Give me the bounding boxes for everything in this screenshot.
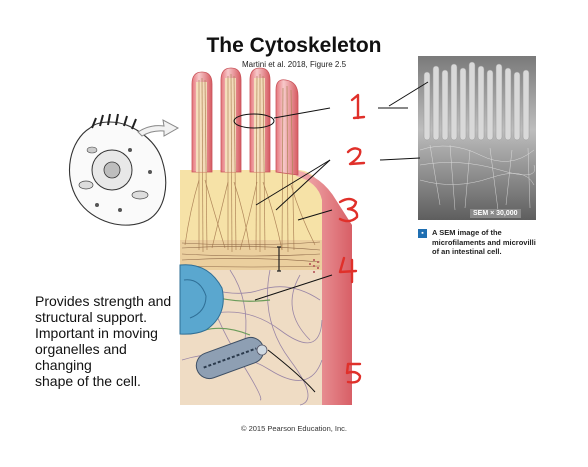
description-line: organelles and (35, 341, 127, 357)
sem-scale-label: SEM × 30,000 (470, 209, 521, 218)
figure-citation: Martini et al. 2018, Figure 2.5 (241, 60, 347, 69)
description-line: shape of the cell. (35, 373, 141, 389)
figure-marker-icon: ▪ (418, 229, 427, 238)
description-text: Provides strength and structural support… (35, 293, 215, 389)
label-4 (338, 256, 358, 284)
sem-caption-line: of an intestinal cell. (432, 247, 502, 256)
label-5 (345, 362, 362, 384)
sem-image (418, 56, 536, 220)
page-title: The Cytoskeleton (206, 34, 382, 57)
pointer-lines (233, 81, 429, 393)
copyright-notice: © 2015 Pearson Education, Inc. (240, 424, 347, 433)
description-line: structural support. (35, 309, 148, 325)
description-line: changing (35, 357, 92, 373)
description-line: Provides strength and (35, 293, 172, 309)
sem-caption-line: A SEM image of the (432, 228, 502, 237)
small-cell-sketch (69, 113, 180, 226)
label-2 (346, 147, 366, 166)
magnified-cell (179, 67, 352, 406)
label-3 (338, 197, 359, 223)
label-1 (350, 93, 366, 120)
description-line: Important in moving (35, 325, 158, 341)
sem-caption-line: microfilaments and microvilli (432, 237, 536, 247)
sem-caption: A SEM image of the microfilaments and mi… (432, 228, 572, 257)
